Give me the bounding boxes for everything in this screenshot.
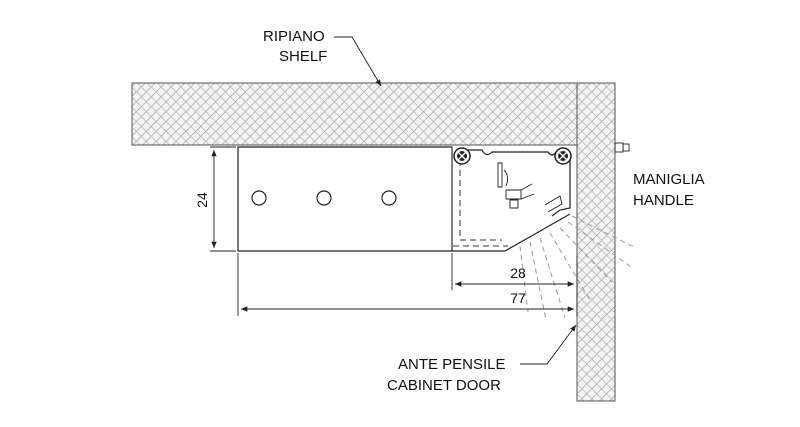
- cabinet-door-panel: [576, 82, 616, 402]
- dimension-label-height: 24: [194, 192, 210, 208]
- profile-section: [451, 147, 571, 247]
- shelf-label-italian: RIPIANO: [263, 28, 325, 45]
- dimension-height: 24: [194, 146, 236, 252]
- door-label-english: CABINET DOOR: [387, 377, 501, 394]
- door-label-italian: ANTE PENSILE: [398, 356, 506, 373]
- led-hole: [381, 190, 397, 206]
- handle-label-english: HANDLE: [633, 192, 694, 209]
- shelf-leader: [334, 36, 382, 87]
- handle-knob: [614, 142, 630, 153]
- profile-body: [237, 146, 571, 252]
- dimension-label-profile-depth: 28: [510, 265, 526, 281]
- light-rays: [519, 215, 637, 321]
- dimension-profile-depth: 28: [451, 253, 574, 290]
- screw-left: [453, 147, 471, 165]
- door-leader: [520, 324, 577, 365]
- led-hole: [316, 190, 332, 206]
- dimension-label-overall: 77: [510, 290, 526, 306]
- shelf-label-english: SHELF: [279, 48, 327, 65]
- screw-right: [554, 147, 572, 165]
- dimension-overall: 77: [237, 253, 578, 316]
- led-hole: [251, 190, 267, 206]
- shelf-panel: [131, 82, 583, 146]
- handle-label-italian: MANIGLIA: [633, 171, 705, 188]
